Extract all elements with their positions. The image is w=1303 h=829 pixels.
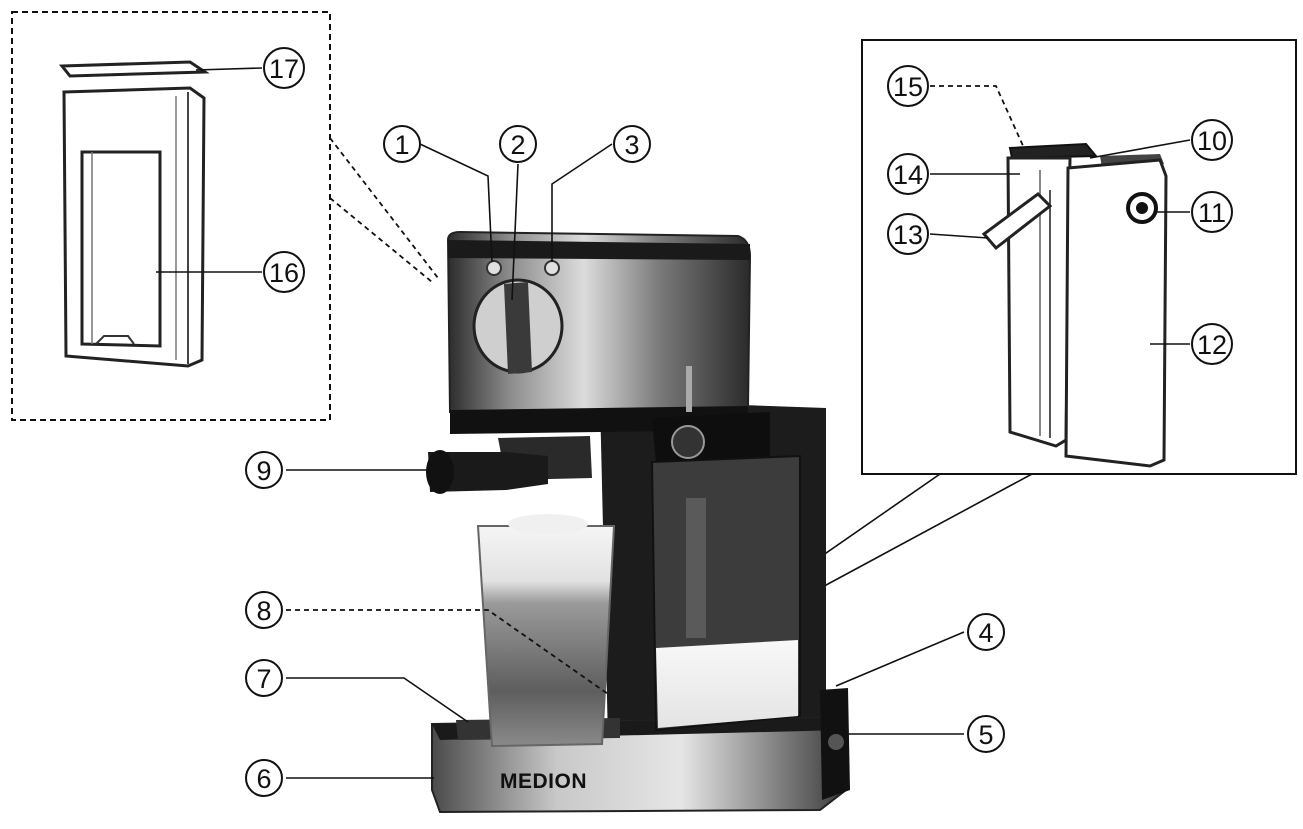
water-tank-detail (11, 11, 439, 421)
callout-6: 6 (245, 759, 283, 797)
callout-15: 15 (887, 65, 929, 107)
callout-13: 13 (887, 213, 929, 255)
callout-number: 15 (893, 72, 923, 102)
callout-number: 8 (256, 596, 271, 626)
milk-container-detail (743, 39, 1297, 627)
callout-4: 4 (967, 613, 1005, 651)
callout-number: 4 (978, 618, 993, 648)
callout-11: 11 (1191, 191, 1233, 233)
callout-number: 5 (978, 720, 993, 750)
callout-number: 11 (1198, 198, 1226, 228)
callout-number: 3 (624, 130, 639, 160)
callout-9: 9 (245, 451, 283, 489)
callout-7: 7 (245, 659, 283, 697)
callout-12: 12 (1191, 323, 1233, 365)
callout-16: 16 (263, 251, 305, 293)
ready-indicator-icon (544, 260, 560, 276)
callout-17: 17 (263, 47, 305, 89)
power-indicator-icon (486, 260, 502, 276)
callout-number: 2 (510, 130, 525, 160)
callout-8: 8 (245, 591, 283, 629)
callout-number: 14 (893, 160, 923, 190)
callout-3: 3 (613, 125, 651, 163)
callout-1: 1 (383, 125, 421, 163)
espresso-machine: MEDION (426, 230, 850, 814)
callout-number: 17 (269, 54, 299, 84)
callout-14: 14 (887, 153, 929, 195)
callout-10: 10 (1191, 119, 1233, 161)
brand-logo: MEDION (500, 770, 587, 793)
callout-number: 9 (256, 456, 271, 486)
leader-lines (156, 67, 1191, 779)
callout-number: 7 (256, 664, 271, 694)
callout-5: 5 (967, 715, 1005, 753)
callout-number: 10 (1197, 126, 1227, 156)
callout-number: 6 (256, 764, 271, 794)
callout-2: 2 (499, 125, 537, 163)
callout-number: 12 (1197, 330, 1227, 360)
callout-number: 1 (394, 130, 409, 160)
callout-number: 16 (269, 258, 299, 288)
milk-froth-knob[interactable] (671, 425, 705, 459)
callout-number: 13 (893, 220, 923, 250)
